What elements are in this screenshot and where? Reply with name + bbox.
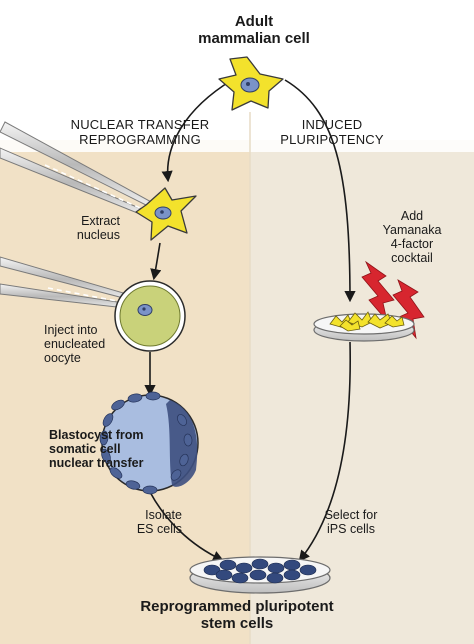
pipette-2: [0, 256, 138, 310]
arrow-to-extract: [161, 79, 233, 183]
blastocyst-label: Blastocyst from somatic cell nuclear tra…: [49, 428, 144, 470]
inject-oocyte-label: Inject into enucleated oocyte: [44, 323, 106, 365]
adult-cell-label: Adult mammalian cell: [198, 13, 310, 47]
stem-cell-dish: [189, 556, 331, 594]
arrow-to-es-dish: [149, 491, 225, 562]
arrow-to-yamanaka-dish: [284, 79, 356, 303]
arrow-to-ips-dish: [298, 341, 352, 562]
left-panel: [0, 140, 250, 644]
yamanaka-dish: [313, 311, 415, 342]
oocyte: [114, 280, 186, 352]
nuclear-transfer-heading: NUCLEAR TRANSFER REPROGRAMMING: [70, 117, 210, 147]
induced-pluripotency-heading: INDUCED PLURIPOTENCY: [280, 117, 384, 147]
extract-nucleus-label: Extract nucleus: [76, 214, 120, 242]
arrow-to-oocyte: [150, 242, 162, 281]
adult-cell: [218, 56, 284, 111]
yamanaka-label: Add Yamanaka 4-factor cocktail: [382, 209, 442, 265]
header-band: [0, 112, 474, 152]
blastocyst: [99, 391, 199, 495]
extract-cell: [135, 187, 197, 241]
isolate-es-label: Isolate ES cells: [136, 508, 182, 536]
select-ips-label: Select for iPS cells: [324, 508, 378, 536]
result-label: Reprogrammed pluripotent stem cells: [140, 598, 334, 632]
